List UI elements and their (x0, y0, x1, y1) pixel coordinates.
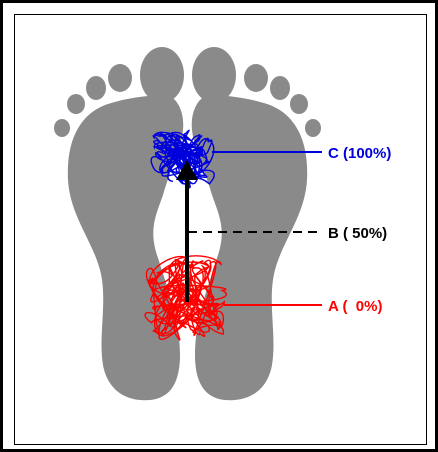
label-a: A ( 0%) (328, 298, 382, 315)
right-toe-5 (305, 119, 321, 137)
left-big-toe (140, 47, 184, 103)
right-toe-4 (290, 94, 308, 114)
right-big-toe (192, 47, 236, 103)
left-toe-3 (86, 76, 106, 100)
right-toe-2 (244, 64, 268, 92)
right-toe-3 (270, 76, 290, 100)
label-c: C (100%) (328, 145, 391, 162)
label-b: B ( 50%) (328, 225, 387, 242)
left-toe-5 (54, 119, 70, 137)
left-toe-4 (67, 94, 85, 114)
left-toe-2 (108, 64, 132, 92)
right-foot (192, 47, 321, 400)
left-foot (54, 47, 184, 400)
